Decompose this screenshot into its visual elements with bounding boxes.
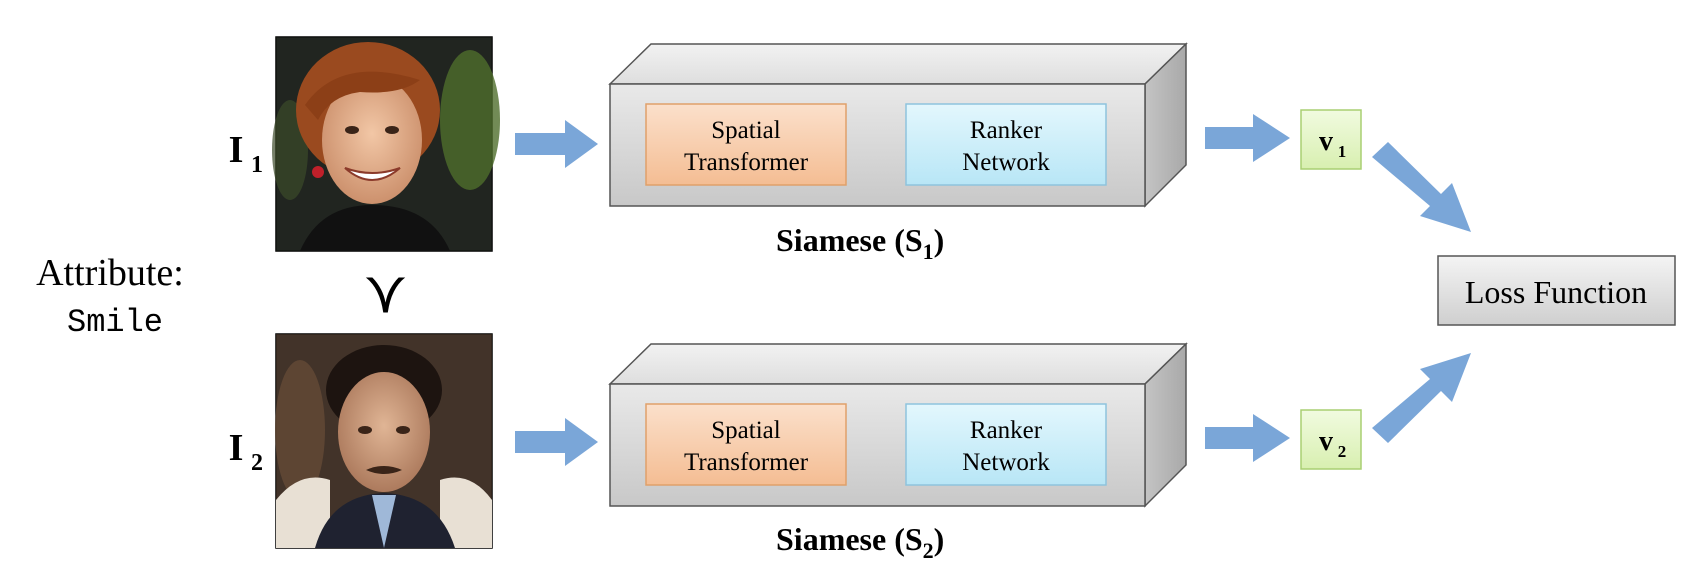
- spatial-transformer-2: Spatial Transformer: [645, 403, 847, 486]
- arrow-input-1: [515, 120, 598, 168]
- spatial-transformer-2-line1: Spatial: [711, 417, 780, 444]
- siamese-caption-2: Siamese (S2): [776, 521, 944, 563]
- siamese-caption-1: Siamese (S1): [776, 222, 944, 264]
- ranker-network-1-line1: Ranker: [970, 117, 1043, 144]
- siamese-caption-1-subscript: 1: [923, 239, 934, 264]
- input-label-2-subscript: 2: [251, 450, 263, 476]
- output-v1-subscript: 1: [1338, 142, 1347, 161]
- spatial-transformer-1-line2: Transformer: [684, 149, 809, 176]
- loss-function-label: Loss Function: [1465, 274, 1647, 310]
- arrow-output-1: [1205, 114, 1290, 162]
- input-image-1: [272, 36, 500, 252]
- preference-symbol: ≻: [355, 272, 417, 319]
- siamese-caption-2-main: Siamese (S: [776, 521, 923, 557]
- output-v1-label: v: [1319, 126, 1333, 157]
- output-v2-label: v: [1319, 426, 1333, 457]
- ranker-network-2-line1: Ranker: [970, 417, 1043, 444]
- spatial-transformer-1: Spatial Transformer: [645, 103, 847, 186]
- input-label-2-main: I: [229, 427, 244, 469]
- ranker-network-2: Ranker Network: [905, 403, 1107, 486]
- input-label-1-subscript: 1: [251, 152, 263, 178]
- spatial-transformer-2-line2: Transformer: [684, 449, 809, 476]
- attribute-value: Smile: [67, 304, 163, 341]
- ranker-network-2-line2: Network: [962, 449, 1050, 476]
- siamese-caption-1-main: Siamese (S: [776, 222, 923, 258]
- arrow-to-loss-1: [1372, 142, 1471, 232]
- output-v1: v 1: [1300, 109, 1362, 170]
- input-label-1: I 1: [229, 129, 263, 178]
- attribute-label: Attribute:: [36, 252, 184, 294]
- siamese-caption-2-subscript: 2: [923, 538, 934, 563]
- svg-text:Siamese (S2): Siamese (S2): [776, 521, 944, 563]
- input-label-2: I 2: [229, 427, 263, 476]
- arrow-to-loss-2: [1372, 353, 1471, 443]
- input-label-1-main: I: [229, 129, 244, 171]
- output-v2-subscript: 2: [1338, 442, 1347, 461]
- ranker-network-1: Ranker Network: [905, 103, 1107, 186]
- arrow-output-2: [1205, 414, 1290, 462]
- input-image-2: [275, 333, 493, 549]
- output-v2: v 2: [1300, 409, 1362, 470]
- siamese-caption-1-end: ): [934, 222, 945, 258]
- svg-text:Siamese (S1): Siamese (S1): [776, 222, 944, 264]
- arrow-input-2: [515, 418, 598, 466]
- ranker-network-1-line2: Network: [962, 149, 1050, 176]
- loss-function-box: Loss Function: [1437, 255, 1676, 326]
- spatial-transformer-1-line1: Spatial: [711, 117, 780, 144]
- siamese-caption-2-end: ): [934, 521, 945, 557]
